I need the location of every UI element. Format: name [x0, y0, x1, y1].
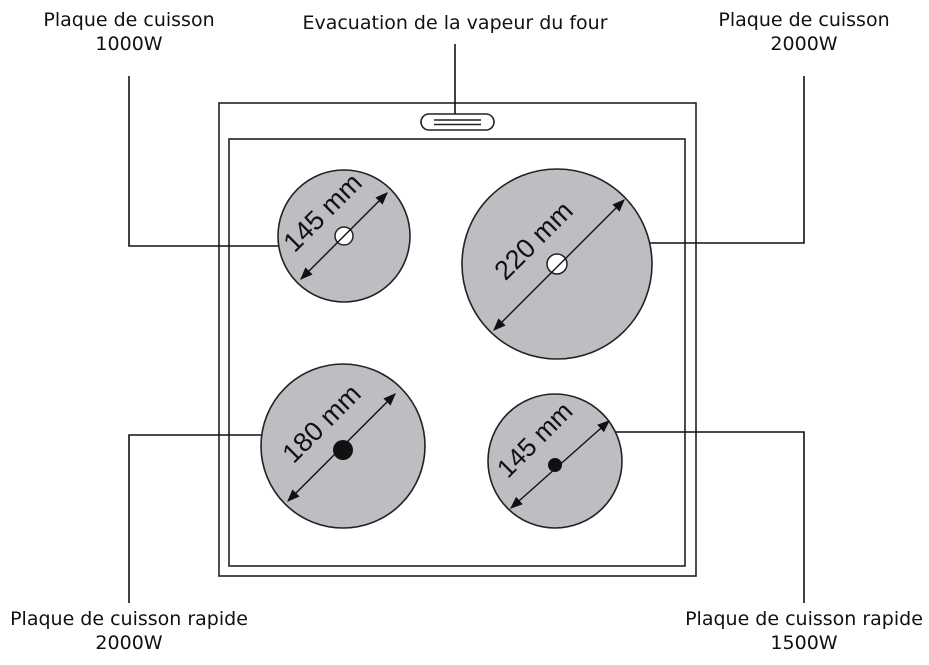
top-right-plate-label: Plaque de cuisson 2000W	[718, 8, 889, 56]
top-right-plate-label-line1: Plaque de cuisson	[718, 9, 890, 31]
steam-vent	[420, 113, 495, 131]
bottom-left-leader	[128, 434, 268, 603]
bottom-left-plate-label-line1: Plaque de cuisson rapide	[10, 608, 248, 630]
plate-bottom-right: 145 mm	[487, 393, 623, 529]
top-left-plate-label-line1: Plaque de cuisson	[43, 9, 215, 31]
bottom-right-plate-label-line1: Plaque de cuisson rapide	[685, 608, 923, 630]
bottom-right-plate-label-line2: 1500W	[770, 632, 838, 654]
bottom-right-plate-label: Plaque de cuisson rapide 1500W	[685, 607, 923, 655]
steam-vent-label: Evacuation de la vapeur du four	[302, 11, 607, 35]
bottom-left-plate-label: Plaque de cuisson rapide 2000W	[10, 607, 248, 655]
plate-bottom-left: 180 mm	[260, 363, 426, 529]
plate-center-filled-icon	[333, 440, 353, 460]
bottom-right-leader	[609, 431, 805, 603]
top-left-plate-label-line2: 1000W	[95, 33, 163, 55]
plate-center-open-icon	[546, 253, 568, 275]
top-left-plate-label: Plaque de cuisson 1000W	[43, 8, 214, 56]
steam-vent-label-text: Evacuation de la vapeur du four	[302, 12, 608, 34]
plate-top-right: 220 mm	[461, 168, 653, 360]
top-left-leader	[128, 76, 280, 247]
top-right-leader	[605, 76, 805, 244]
bottom-left-plate-label-line2: 2000W	[95, 632, 163, 654]
top-right-plate-label-line2: 2000W	[770, 33, 838, 55]
